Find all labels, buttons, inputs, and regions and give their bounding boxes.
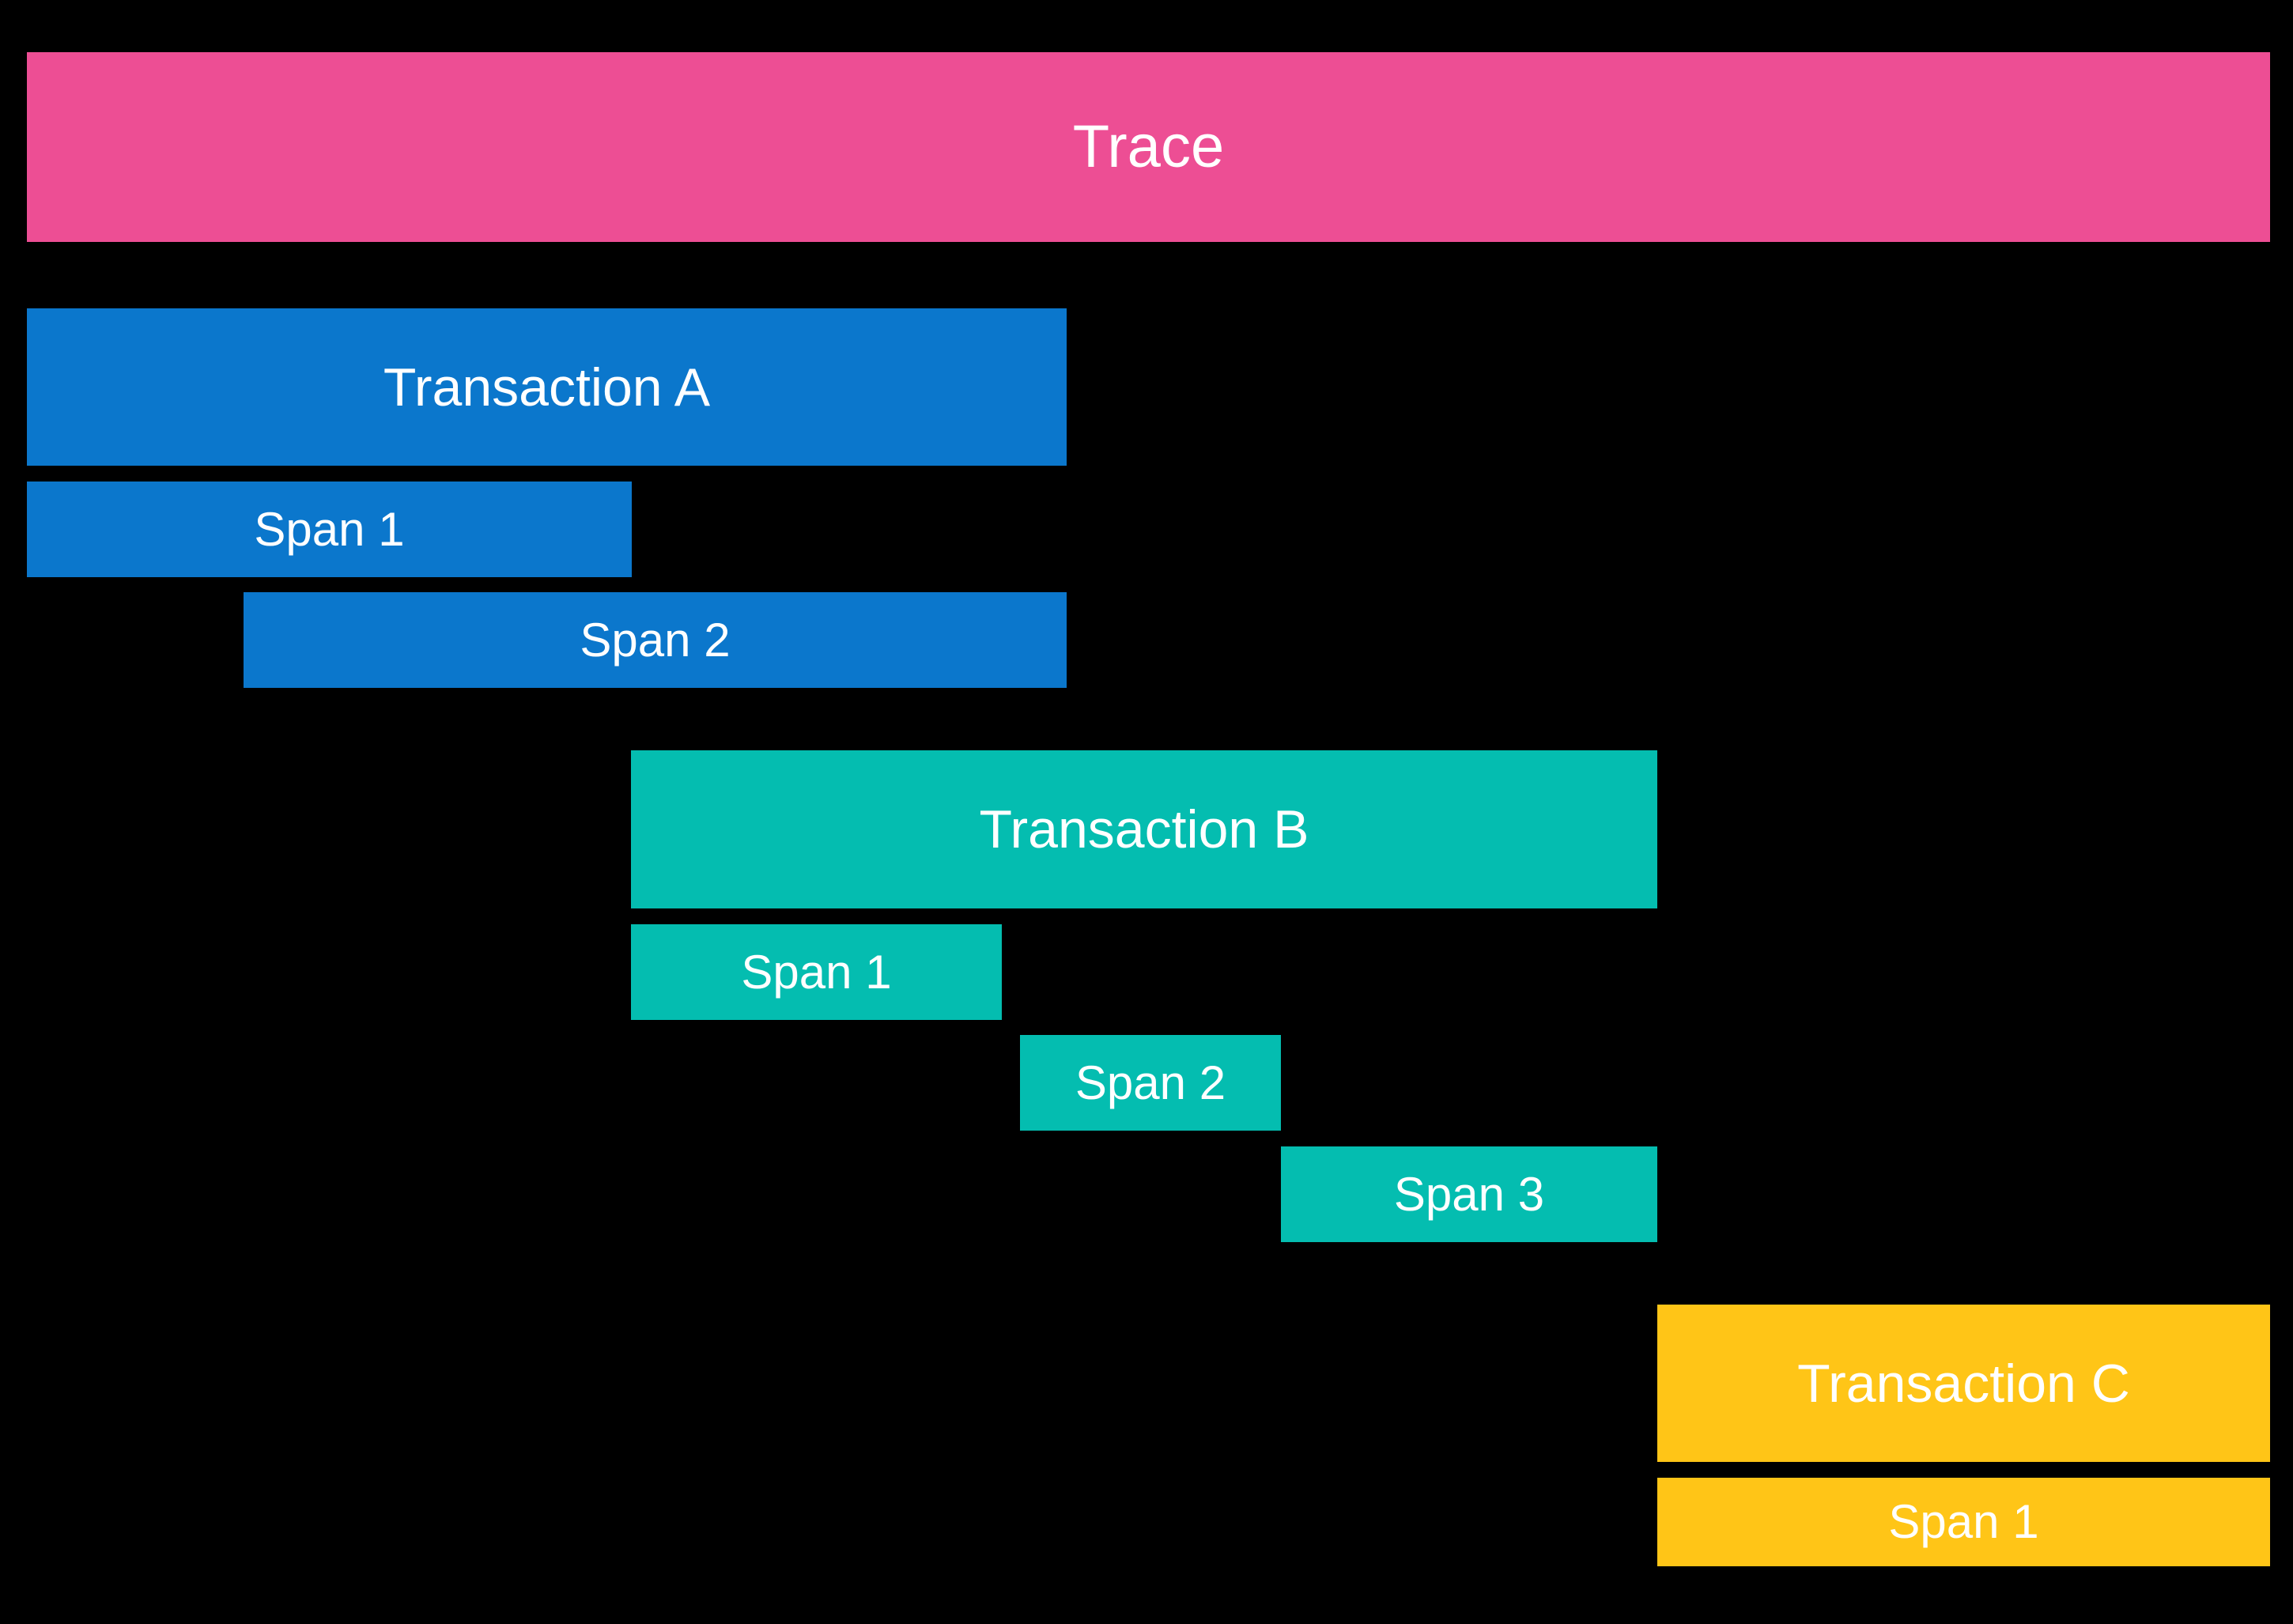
transaction-b-span-1-bar: Span 1 — [631, 924, 1002, 1020]
transaction-c-span-1-label: Span 1 — [1888, 1495, 2039, 1548]
trace-label: Trace — [1072, 113, 1225, 180]
transaction-c-span-1-bar: Span 1 — [1657, 1478, 2270, 1566]
transaction-a-span-1-bar: Span 1 — [27, 482, 632, 577]
transaction-a-span-2-label: Span 2 — [580, 613, 731, 667]
transaction-a-label: Transaction A — [383, 357, 711, 417]
transaction-c-label: Transaction C — [1797, 1353, 2130, 1414]
transaction-b-label: Transaction B — [979, 799, 1309, 859]
transaction-b-span-3-label: Span 3 — [1393, 1167, 1545, 1221]
transaction-c-bar: Transaction C — [1657, 1305, 2270, 1462]
transaction-b-span-2-bar: Span 2 — [1020, 1035, 1281, 1131]
transaction-a-bar: Transaction A — [27, 308, 1067, 466]
transaction-b-bar: Transaction B — [631, 750, 1657, 908]
trace-bar: Trace — [27, 52, 2270, 242]
transaction-b-span-1-label: Span 1 — [741, 945, 892, 999]
transaction-b-span-3-bar: Span 3 — [1281, 1146, 1657, 1242]
transaction-b-span-2-label: Span 2 — [1075, 1056, 1226, 1109]
transaction-a-span-2-bar: Span 2 — [244, 592, 1067, 688]
transaction-a-span-1-label: Span 1 — [254, 502, 405, 556]
